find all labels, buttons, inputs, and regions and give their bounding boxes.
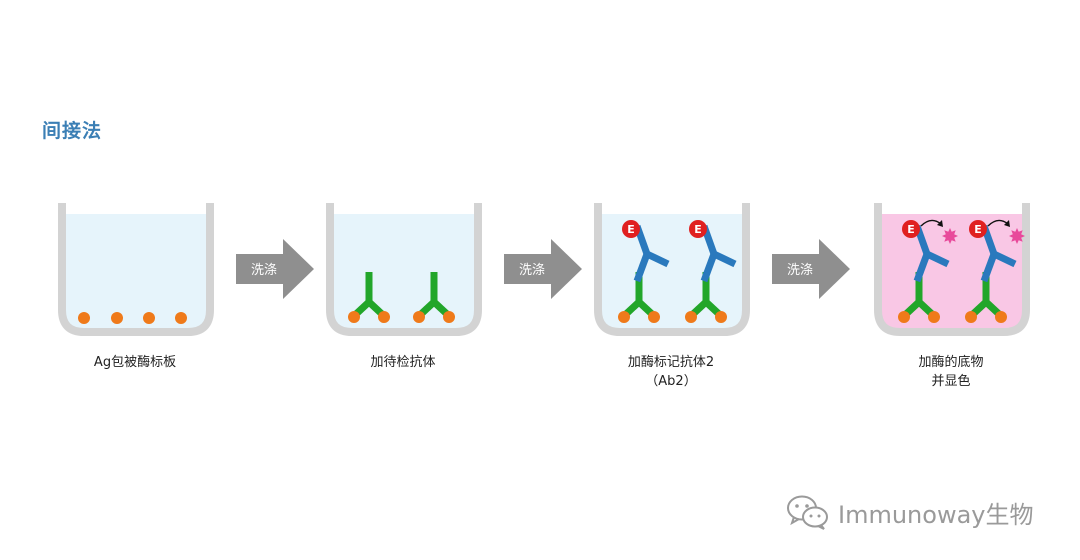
enzyme-letter: E (907, 223, 915, 236)
enzyme-label: E (622, 220, 640, 238)
antigen-dot (648, 311, 660, 323)
well-wall (326, 203, 482, 336)
well-1 (58, 203, 214, 336)
colored-product (1009, 228, 1025, 244)
wash-label: 洗涤 (519, 263, 545, 278)
antigen-dot (111, 312, 123, 324)
substrate-liquid (878, 214, 1026, 328)
step-2-contents (348, 272, 455, 323)
antigen-dot (143, 312, 155, 324)
watermark: Immunoway生物 (786, 492, 1033, 532)
enzyme-circle (689, 220, 707, 238)
antigen-dot (443, 311, 455, 323)
antigen-dot (175, 312, 187, 324)
step-label-line: 加酶标记抗体2 (627, 355, 715, 370)
watermark-text: Immunoway生物 (838, 500, 1034, 529)
colored-product (942, 228, 958, 244)
wash-label: 洗涤 (787, 263, 813, 278)
antigen-dot (348, 311, 360, 323)
antigen-dot (928, 311, 940, 323)
wash-arrow-2: 洗涤 (504, 239, 582, 299)
enzyme-circle (969, 220, 987, 238)
step-label-4: 加酶的底物并显色 (851, 353, 1051, 391)
enzyme-label: E (969, 220, 987, 238)
page-title: 间接法 (42, 120, 103, 142)
enzyme-letter: E (694, 223, 702, 236)
reaction-arrow-head (1004, 220, 1010, 227)
antigen-dot (685, 311, 697, 323)
wechat-icon (787, 495, 828, 530)
step-label-line: （Ab2） (645, 374, 697, 389)
liquid (598, 214, 746, 328)
step-label-line: 并显色 (931, 374, 971, 389)
step-label-2: 加待检抗体 (303, 353, 503, 372)
well-wall (594, 203, 750, 336)
well-wall (58, 203, 214, 336)
enzyme-letter: E (974, 223, 982, 236)
antigen-dot (898, 311, 910, 323)
arrow-shape (772, 239, 850, 299)
antigen-dot (378, 311, 390, 323)
arrow-shape (504, 239, 582, 299)
step-1-contents (78, 312, 187, 324)
antigen-dot (715, 311, 727, 323)
antigen-dot (413, 311, 425, 323)
product-burst (942, 228, 958, 244)
enzyme-circle (622, 220, 640, 238)
liquid (62, 214, 210, 328)
antigen-dot (78, 312, 90, 324)
antigen-dot (965, 311, 977, 323)
enzyme-letter: E (627, 223, 635, 236)
wash-arrow-3: 洗涤 (772, 239, 850, 299)
wash-arrow-1: 洗涤 (236, 239, 314, 299)
step-label-line: 加待检抗体 (370, 355, 436, 370)
step-label-line: Ag包被酶标板 (93, 355, 177, 370)
step-label-3: 加酶标记抗体2 （Ab2） (571, 353, 771, 391)
reaction-arrow-head (937, 220, 943, 227)
enzyme-label: E (689, 220, 707, 238)
step-label-1: Ag包被酶标板 (35, 353, 235, 372)
wash-label: 洗涤 (251, 263, 277, 278)
enzyme-label: E (902, 220, 920, 238)
well-wall (874, 203, 1030, 336)
arrow-shape (236, 239, 314, 299)
step-label-line: 加酶的底物 (918, 355, 984, 370)
product-burst (1009, 228, 1025, 244)
liquid (330, 214, 478, 328)
antigen-dot (995, 311, 1007, 323)
antigen-dot (618, 311, 630, 323)
enzyme-circle (902, 220, 920, 238)
